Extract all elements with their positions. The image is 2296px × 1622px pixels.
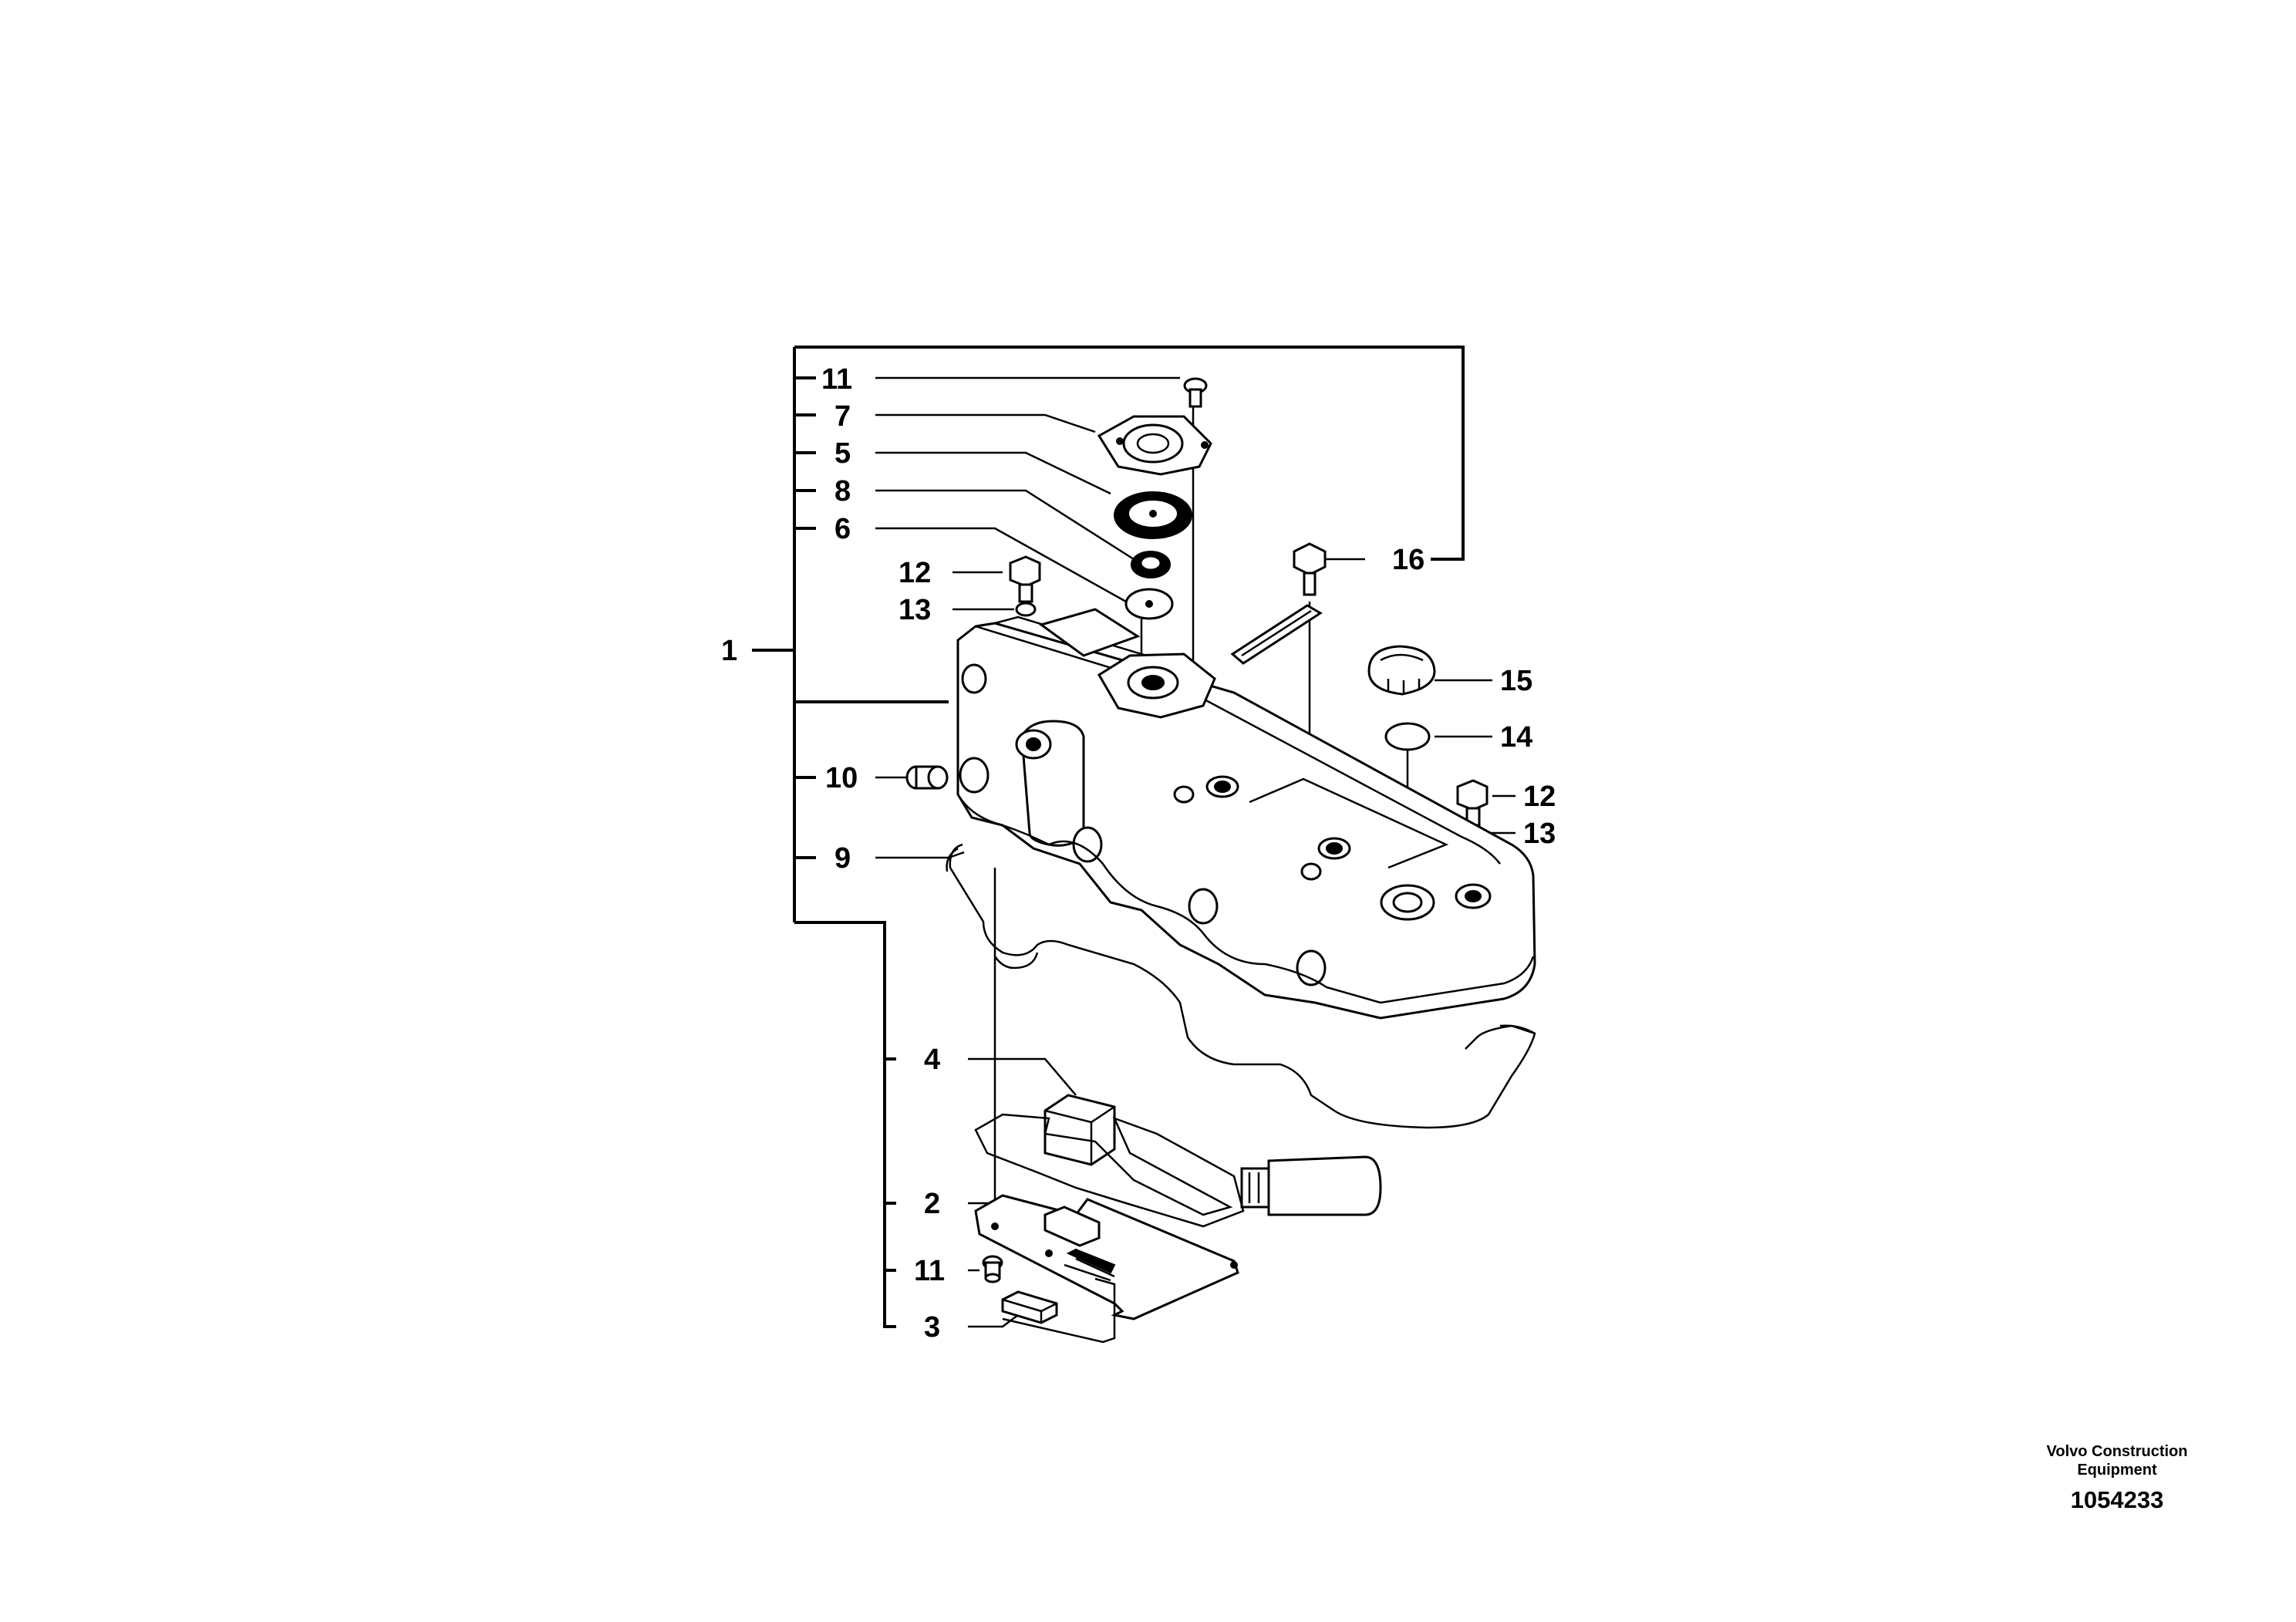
screw-part-11-bottom [982,1255,1003,1283]
gasket-frame [974,1113,1245,1228]
breather-cover-part-7 [1097,415,1212,476]
callout-14: 14 [1500,721,1532,754]
valve-cover-part-1 [956,608,1536,1020]
callout-13-right: 13 [1523,818,1556,850]
callout-2: 2 [924,1188,940,1220]
gasket-part-9 [946,843,1536,1129]
assembly-bracket [752,346,1465,1328]
callout-11-bottom: 11 [914,1255,945,1287]
callout-6: 6 [834,513,851,545]
callout-8: 8 [834,475,851,508]
callout-11-top: 11 [821,363,852,396]
callout-1: 1 [721,635,737,667]
callout-12-right: 12 [1523,781,1556,813]
sealant-block-part-4 [1043,1094,1116,1166]
sealant-tube [1240,1155,1382,1216]
oil-filler-cap-part-15 [1367,645,1436,696]
washer-part-6 [1124,588,1174,620]
callout-16: 16 [1392,544,1424,576]
callout-7: 7 [834,400,851,433]
brand-line-2: Equipment [2077,1462,2157,1479]
callout-labels: 11 7 5 8 6 12 13 1 10 9 16 15 14 12 13 4… [721,363,1556,1344]
gasket-strip [1230,604,1323,665]
callout-3: 3 [924,1311,940,1344]
bolt-part-12-left [1009,555,1041,603]
brand-line-1: Volvo Construction [2047,1443,2188,1460]
callout-4: 4 [924,1044,940,1076]
callout-9: 9 [834,842,851,875]
screw-part-11 [1183,377,1208,408]
callout-12-left: 12 [899,557,931,589]
plug-part-10 [905,765,949,790]
callout-10: 10 [825,762,858,794]
block-part-3 [1001,1290,1058,1324]
diaphragm-part-5 [1114,491,1192,539]
washer-part-13-left [1015,602,1037,617]
callout-15: 15 [1500,665,1532,697]
footer: Volvo Construction Equipment 1054233 [2047,1443,2188,1513]
plate-part-2 [974,1194,1239,1344]
seal-part-8 [1131,551,1171,578]
bolt-part-12-right [1456,779,1489,827]
bolt-part-16 [1293,542,1327,596]
callout-5: 5 [834,437,851,470]
o-ring-part-14 [1384,722,1431,751]
drawing-number: 1054233 [2071,1486,2164,1513]
callout-13-left: 13 [899,594,931,626]
